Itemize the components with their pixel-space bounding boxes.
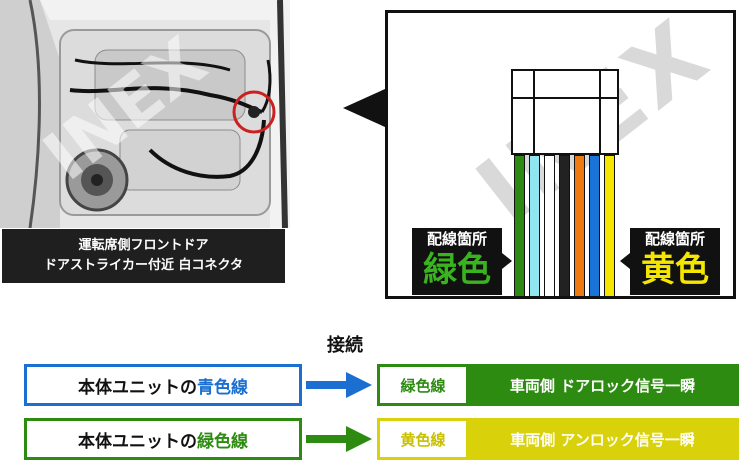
wire-group — [514, 155, 618, 296]
door-photo: INEX — [0, 0, 290, 228]
source-box-blue: 本体ユニットの青色線 — [24, 364, 302, 406]
target-label: 黄色線 — [380, 421, 469, 457]
arrow-right-icon — [346, 426, 372, 452]
wire — [514, 155, 525, 296]
target-box-green: 緑色線 車両側 ドアロック信号一瞬 — [377, 364, 739, 406]
source-color-word: 青色線 — [197, 377, 248, 398]
wire — [589, 155, 600, 296]
wire — [529, 155, 540, 296]
wire — [559, 155, 570, 296]
wire — [544, 155, 555, 296]
left-label-pointer-icon — [502, 253, 512, 269]
target-description: 車両側 アンロック信号一瞬 — [469, 421, 736, 457]
pointer-arrow-icon — [343, 89, 385, 127]
source-box-green: 本体ユニットの緑色線 — [24, 418, 302, 460]
left-label-color: 緑色 — [423, 250, 491, 290]
left-label-top: 配線箇所 — [426, 230, 487, 248]
target-box-yellow: 黄色線 車両側 アンロック信号一瞬 — [377, 418, 739, 460]
highlight-circle — [232, 90, 276, 134]
wire — [574, 155, 585, 296]
source-prefix: 本体ユニットの — [78, 377, 197, 398]
arrow-shaft-blue — [306, 381, 348, 389]
photo-caption: 運転席側フロントドア ドアストライカー付近 白コネクタ — [2, 229, 285, 283]
target-description: 車両側 ドアロック信号一瞬 — [469, 367, 736, 403]
arrow-shaft-green — [306, 435, 348, 443]
right-label-top: 配線箇所 — [644, 230, 705, 248]
wire — [604, 155, 615, 296]
connection-title: 接続 — [327, 335, 363, 356]
target-label: 緑色線 — [380, 367, 469, 403]
right-wire-label: 配線箇所 黄色 — [630, 228, 720, 295]
right-label-pointer-icon — [620, 253, 630, 269]
source-prefix: 本体ユニットの — [78, 431, 197, 452]
door-photo-illustration — [0, 0, 290, 228]
right-label-color: 黄色 — [641, 250, 709, 290]
connector-housing — [511, 69, 619, 155]
left-wire-label: 配線箇所 緑色 — [412, 228, 502, 295]
arrow-right-icon — [346, 372, 372, 398]
source-color-word: 緑色線 — [197, 431, 248, 452]
caption-line-2: ドアストライカー付近 白コネクタ — [43, 258, 243, 273]
connector-diagram: INEX 配線箇所 緑色 配線箇所 黄色 — [385, 10, 736, 299]
caption-line-1: 運転席側フロントドア — [78, 238, 209, 253]
